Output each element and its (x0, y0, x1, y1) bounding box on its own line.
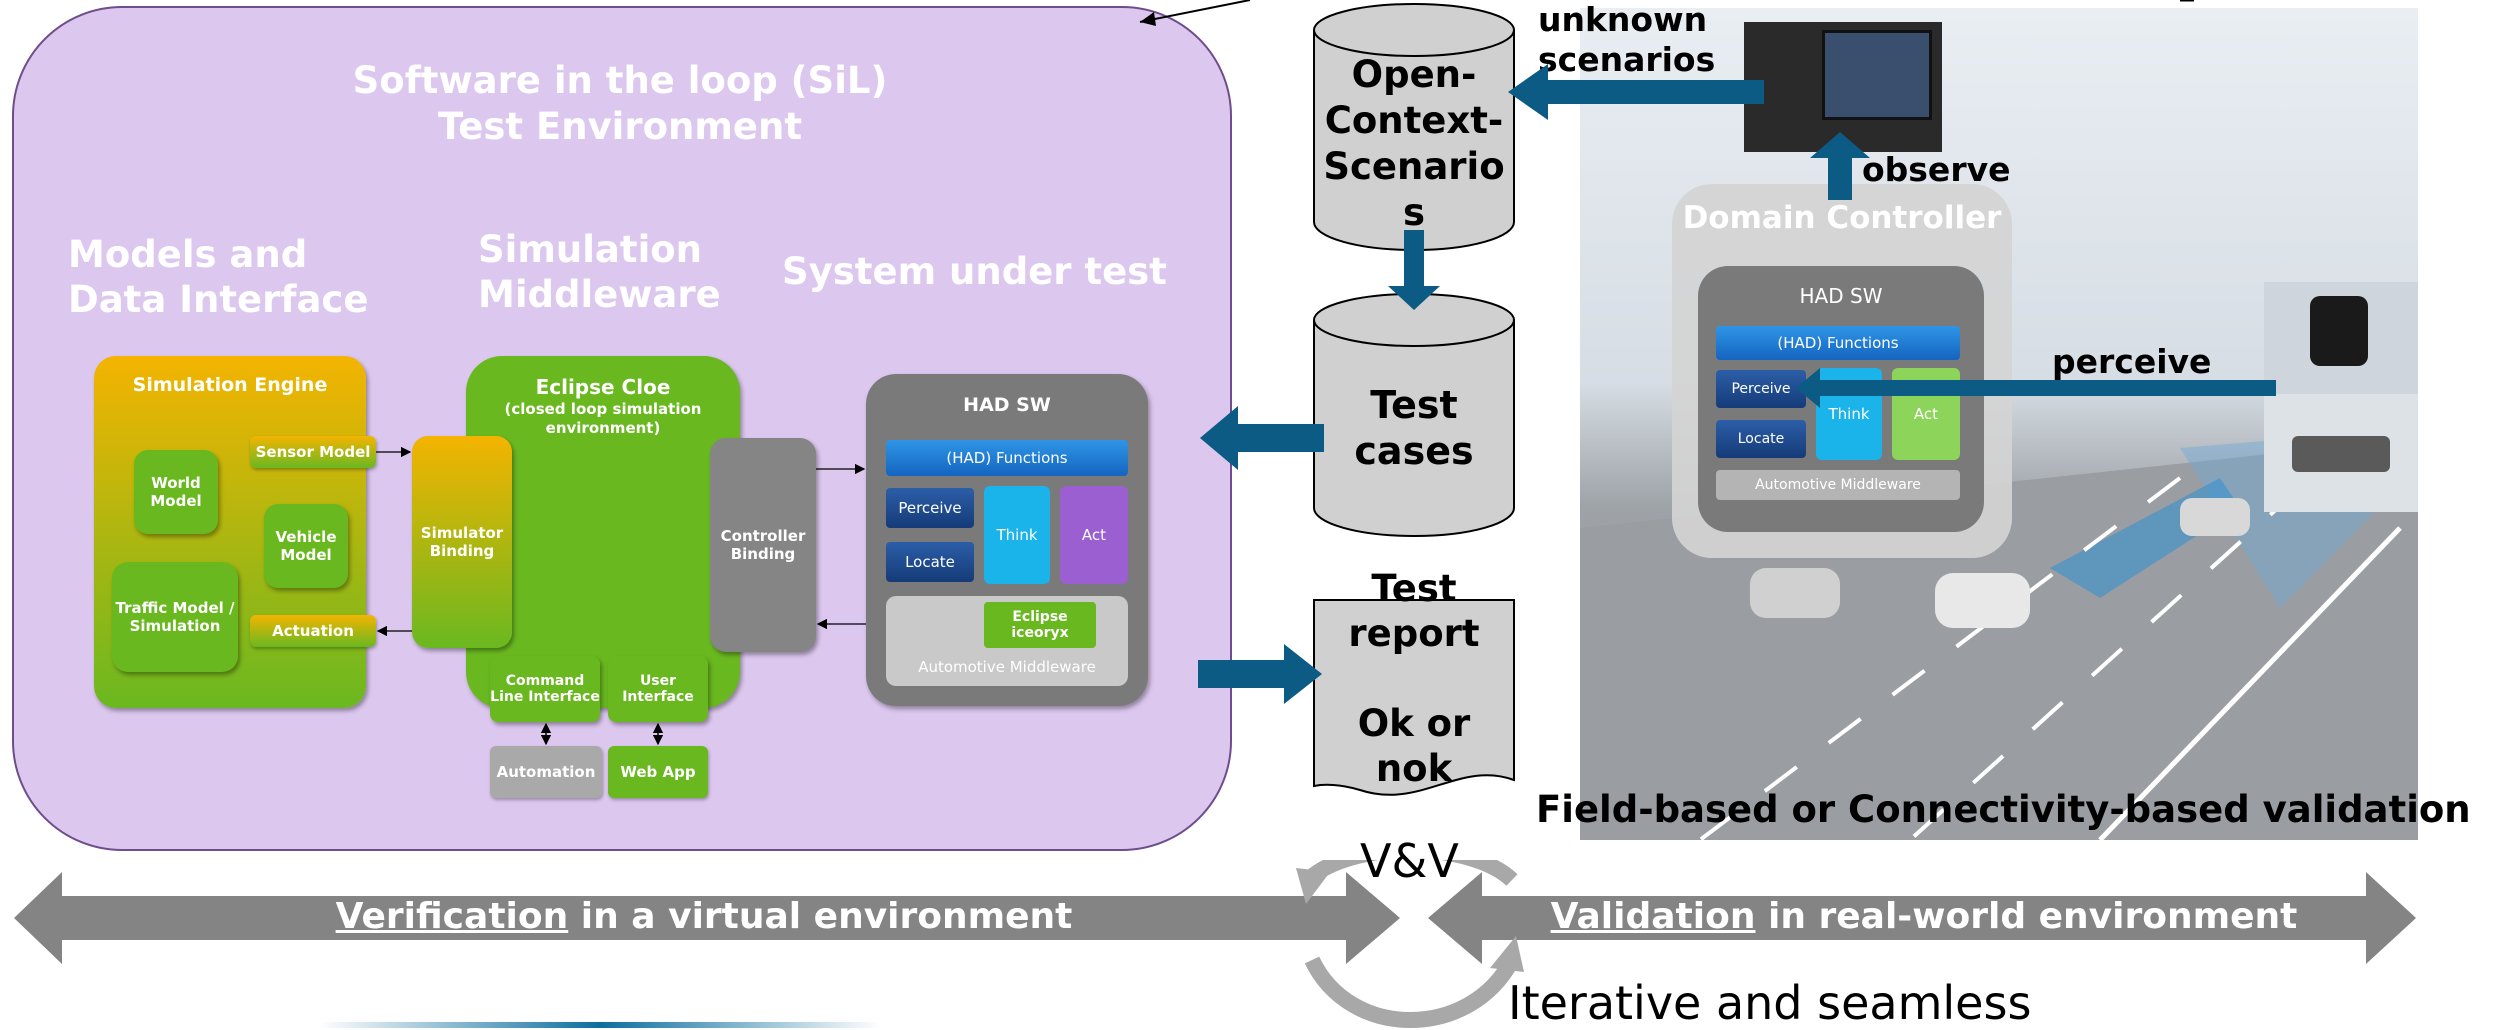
verification-word: Verification (335, 896, 569, 937)
verification-label: Verification in a virtual environment (62, 896, 1346, 937)
sensor-model-box: Sensor Model (250, 436, 376, 468)
traffic-model-box: Traffic Model / Simulation (112, 562, 238, 672)
world-model-box: World Model (134, 450, 218, 534)
automation-box: Automation (490, 746, 602, 798)
test-report-line4: Ok or (1357, 702, 1471, 745)
validation-word: Validation (1550, 896, 1756, 937)
locate-right-box: Locate (1716, 420, 1806, 458)
dashboard-screen-icon (1822, 30, 1932, 120)
cli-box: Command Line Interface (490, 656, 600, 722)
open-context-label: Open- Context- Scenario s (1314, 52, 1514, 236)
col-middleware-line2: Middleware (478, 273, 721, 316)
perceive-box: Perceive (886, 488, 974, 528)
validation-arrow (1428, 872, 2416, 964)
webapp-box: Web App (608, 746, 708, 798)
open-context-line3: Scenario (1323, 145, 1505, 188)
had-functions-bar: (HAD) Functions (886, 440, 1128, 476)
test-cases-line1: Test (1370, 383, 1458, 427)
bottom-strip (320, 1022, 880, 1028)
col-models-line1: Models and (68, 233, 308, 276)
eclipse-cloe-title: Eclipse Cloe (535, 375, 671, 399)
eclipse-cloe-subtitle: (closed loop simulation environment) (504, 400, 702, 437)
controller-binding-box: Controller Binding (710, 438, 816, 652)
col-sut-heading: System under test (782, 250, 1167, 293)
field-validation-label: Field-based or Connectivity-based valida… (1536, 788, 2471, 831)
test-cases-line2: cases (1354, 429, 1474, 473)
open-context-line2: Context- (1324, 99, 1504, 142)
perceive-right-box: Perceive (1716, 370, 1806, 408)
automotive-middleware-label: Automotive Middleware (918, 658, 1096, 676)
test-report-line1: Test (1371, 567, 1457, 610)
test-report-label: Test report Ok or nok (1314, 566, 1514, 791)
think-box: Think (984, 486, 1050, 584)
camera-sensor-icon (2310, 296, 2368, 366)
test-report-line2: report (1348, 612, 1480, 655)
center-shapes (1313, 3, 1515, 796)
actuation-box: Actuation (250, 615, 376, 647)
had-sw-title: HAD SW (963, 394, 1051, 416)
open-context-line4: s (1402, 191, 1426, 234)
bottom-arrows (14, 860, 2416, 1028)
user-interface-box: User Interface (608, 656, 708, 722)
verification-rest: in a virtual environment (568, 896, 1073, 937)
arrow-to-opencontext (1508, 64, 1764, 120)
perceive-label: perceive (2052, 342, 2212, 381)
sil-title-line2: Test Environment (437, 105, 803, 148)
sil-title: Software in the loop (SiL) Test Environm… (300, 58, 940, 150)
automotive-middleware-right-bar: Automotive Middleware (1716, 470, 1960, 500)
unknown-scenarios-label: unknown scenarios (1538, 0, 1715, 80)
open-context-line1: Open- (1351, 53, 1477, 96)
act-box: Act (1060, 486, 1128, 584)
col-middleware-line1: Simulation (478, 228, 703, 271)
col-models-heading: Models and Data Interface (68, 232, 368, 322)
arrow-opencontext-to-testcases (1388, 230, 1440, 310)
validation-rest: in real-world environment (1755, 896, 2298, 937)
validation-label: Validation in real-world environment (1482, 896, 2366, 937)
locate-box: Locate (886, 542, 974, 582)
simulation-engine-title: Simulation Engine (132, 374, 328, 396)
sil-title-line1: Software in the loop (SiL) (352, 59, 888, 102)
col-middleware-heading: Simulation Middleware (478, 227, 721, 317)
iceoryx-box: Eclipse iceoryx (984, 602, 1096, 648)
radar-sensor-icon (2292, 436, 2390, 472)
had-functions-right-bar: (HAD) Functions (1716, 326, 1960, 360)
vv-label: V&V (1360, 834, 1459, 888)
test-cases-label: Test cases (1314, 382, 1514, 474)
verification-arrow (14, 872, 1400, 964)
sil-connectors (376, 446, 866, 746)
vehicle-model-box: Vehicle Model (264, 504, 348, 588)
arrow-perceive (1796, 368, 2276, 408)
unknown-line2: scenarios (1538, 40, 1716, 79)
arrow-testcases-to-sil (1200, 406, 1324, 470)
arrow-observe (1810, 132, 1870, 200)
col-models-line2: Data Interface (68, 278, 369, 321)
simulator-binding-box: Simulator Binding (412, 436, 512, 648)
test-report-line5: nok (1375, 747, 1453, 790)
unknown-line1: unknown (1538, 0, 1708, 39)
had-sw-right-title: HAD SW (1799, 284, 1883, 308)
arrow-sil-to-report (1198, 644, 1322, 704)
iterative-label: Iterative and seamless (1508, 976, 2032, 1030)
observe-label: observe (1862, 150, 2011, 189)
domain-controller-title: Domain Controller (1682, 200, 2002, 236)
